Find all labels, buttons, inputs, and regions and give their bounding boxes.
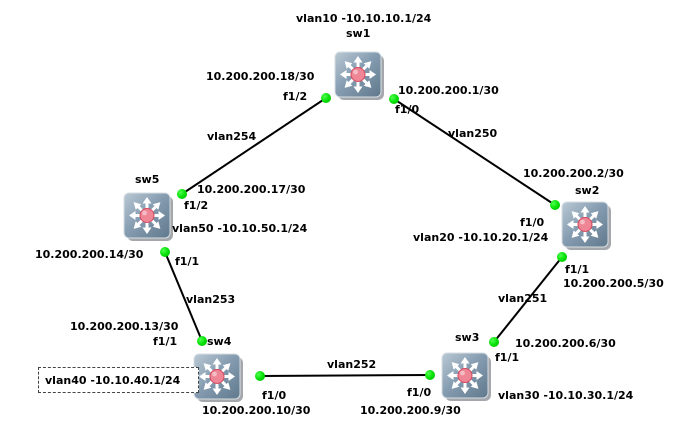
node-vlan-label-sw4: vlan40 -10.10.40.1/24 [45, 373, 181, 387]
port-dot-sw4-f1-1 [197, 336, 207, 346]
label-vlan251-if-sw2: f1/1 [565, 263, 590, 276]
node-vlan-label-sw4-selection-box[interactable]: vlan40 -10.10.40.1/24 [38, 367, 199, 393]
label-vlan250-if-sw1: f1/0 [395, 103, 420, 116]
label-link-vlan251: vlan251 [498, 292, 548, 305]
label-vlan251-ip-sw3: 10.200.200.6/30 [515, 337, 616, 350]
port-dot-sw2-f1-1 [557, 252, 567, 262]
port-dot-sw1-f1-0 [389, 94, 399, 104]
node-sw1[interactable] [333, 51, 385, 101]
label-vlan251-if-sw3: f1/1 [495, 351, 520, 364]
label-vlan254-ip-sw5: 10.200.200.17/30 [197, 183, 306, 196]
link-line-vlan251[interactable] [493, 256, 563, 343]
label-link-vlan254: vlan254 [207, 130, 257, 143]
port-dot-sw4-f1-0 [255, 371, 265, 381]
node-vlan-label-sw1: vlan10 -10.10.10.1/24 [296, 12, 432, 25]
label-vlan250-if-sw2: f1/0 [520, 216, 545, 229]
node-vlan-label-sw5: vlan50 -10.10.50.1/24 [172, 222, 308, 235]
link-line-vlan250[interactable] [393, 98, 556, 206]
label-vlan252-if-sw4: f1/0 [262, 389, 287, 402]
label-vlan252-if-sw3: f1/0 [407, 386, 432, 399]
node-name-sw3: sw3 [455, 331, 480, 344]
switch-icon [333, 51, 385, 101]
port-dot-sw1-f1-2 [321, 93, 331, 103]
node-sw2[interactable] [560, 201, 612, 251]
label-vlan253-ip-sw4: 10.200.200.13/30 [70, 320, 179, 333]
node-sw4[interactable] [192, 353, 244, 403]
port-dot-sw2-f1-0 [550, 200, 560, 210]
label-link-vlan253: vlan253 [186, 293, 236, 306]
label-vlan253-if-sw5: f1/1 [175, 255, 200, 268]
switch-icon [440, 352, 492, 402]
link-line-vlan253[interactable] [164, 251, 203, 342]
label-vlan250-ip-sw2: 10.200.200.2/30 [523, 167, 624, 180]
port-dot-sw5-f1-1 [160, 247, 170, 257]
node-name-sw4: sw4 [207, 335, 232, 348]
label-vlan254-ip-sw1: 10.200.200.18/30 [206, 70, 315, 83]
label-vlan254-if-sw1: f1/2 [283, 90, 308, 103]
label-vlan253-ip-sw5: 10.200.200.14/30 [35, 248, 144, 261]
link-line-vlan254[interactable] [181, 97, 327, 195]
port-dot-sw3-f1-1 [489, 337, 499, 347]
node-vlan-label-sw2: vlan20 -10.10.20.1/24 [413, 231, 549, 244]
label-vlan250-ip-sw1: 10.200.200.1/30 [398, 84, 499, 97]
switch-icon [560, 201, 612, 251]
label-vlan253-if-sw4: f1/1 [153, 335, 178, 348]
node-name-sw2: sw2 [575, 184, 600, 197]
label-vlan251-ip-sw2: 10.200.200.5/30 [563, 277, 664, 290]
node-vlan-label-sw3: vlan30 -10.10.30.1/24 [498, 389, 634, 402]
switch-icon [122, 192, 174, 242]
switch-icon [192, 353, 244, 403]
node-sw3[interactable] [440, 352, 492, 402]
label-vlan252-ip-sw4: 10.200.200.10/30 [202, 404, 311, 417]
node-sw5[interactable] [122, 192, 174, 242]
port-dot-sw5-f1-2 [177, 189, 187, 199]
label-link-vlan252: vlan252 [327, 358, 377, 371]
label-vlan254-if-sw5: f1/2 [184, 199, 209, 212]
node-name-sw5: sw5 [135, 173, 160, 186]
label-link-vlan250: vlan250 [448, 127, 498, 140]
node-name-sw1: sw1 [346, 27, 371, 40]
label-vlan252-ip-sw3: 10.200.200.9/30 [360, 404, 461, 417]
link-line-vlan252[interactable] [259, 374, 431, 377]
port-dot-sw3-f1-0 [425, 370, 435, 380]
